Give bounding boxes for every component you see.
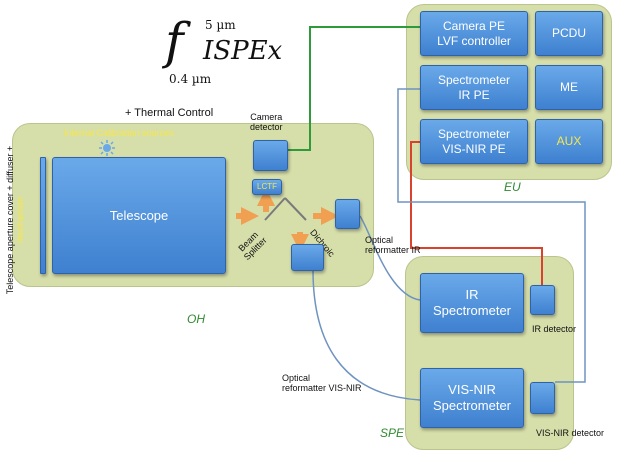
camera-pe-label: Camera PE LVF controller <box>437 19 511 48</box>
dichroic-mirror <box>284 197 307 221</box>
ir-spectrometer-label: IR Spectrometer <box>432 287 512 318</box>
aperture-cover-bar <box>40 157 46 274</box>
lctf-box: LCTF <box>252 179 282 195</box>
spectrometer-visnir-pe-label: Spectrometer VIS-NIR PE <box>437 127 511 156</box>
visnir-detector-box <box>530 382 555 414</box>
aperture-cover-text: Telescope aperture cover + diffuser + <box>5 145 15 295</box>
internal-calibration-label: Internal Calibration sources <box>64 128 174 138</box>
ir-spectrometer-box: IR Spectrometer <box>420 273 524 333</box>
camera-detector-box <box>253 140 288 171</box>
visnir-detector-wire <box>397 88 586 383</box>
telescope-aperture-label: Telescope aperture cover + diffuser + me… <box>5 130 25 310</box>
ir-detector-label: IR detector <box>532 324 577 334</box>
spectrometer-ir-pe-box: Spectrometer IR PE <box>420 65 528 110</box>
pcdu-box: PCDU <box>535 11 603 56</box>
spectrometer-ir-pe-label: Spectrometer IR PE <box>437 73 511 102</box>
optical-reformatter-visnir-label: Optical reformatter VIS-NIR <box>282 373 362 394</box>
camera-pe-box: Camera PE LVF controller <box>420 11 528 56</box>
internal-calibration-icon <box>99 140 115 156</box>
ir-output-box <box>335 199 360 229</box>
mechanism-text: mechanism <box>15 197 25 244</box>
logo-upper-limit: 5 µm <box>205 18 236 32</box>
logo-lower-limit: 0.4 µm <box>169 72 212 86</box>
ir-detector-box <box>530 285 555 315</box>
aux-label: AUX <box>556 134 582 149</box>
telescope-box: Telescope <box>52 157 226 274</box>
visnir-spectrometer-label: VIS-NIR Spectrometer <box>432 382 512 413</box>
beam-splitter-mirror <box>264 197 286 221</box>
lctf-label: LCTF <box>257 182 277 192</box>
ir-detector-wire <box>410 141 543 286</box>
telescope-label: Telescope <box>109 207 169 223</box>
me-box: ME <box>535 65 603 110</box>
visnir-detector-label: VIS-NIR detector <box>536 428 605 438</box>
aux-box: AUX <box>535 119 603 164</box>
spectrometer-visnir-pe-box: Spectrometer VIS-NIR PE <box>420 119 528 164</box>
optical-reformatter-ir-label: Optical reformatter IR <box>365 235 421 256</box>
ispex-logo: f 5 µm ISPEx 0.4 µm <box>165 12 315 86</box>
visnir-spectrometer-box: VIS-NIR Spectrometer <box>420 368 524 428</box>
pcdu-label: PCDU <box>551 26 586 41</box>
camera-data-wire <box>288 26 421 151</box>
ir-fiber <box>359 215 421 301</box>
visnir-output-box <box>291 244 324 271</box>
visnir-fiber <box>312 269 421 401</box>
spe-group-label: SPE <box>380 426 405 440</box>
me-label: ME <box>560 80 578 95</box>
eu-group-label: EU <box>504 180 521 194</box>
oh-group-label: OH <box>187 312 205 326</box>
thermal-control-label: + Thermal Control <box>125 107 214 119</box>
logo-integral-symbol: f <box>165 12 184 70</box>
logo-name: ISPEx <box>203 36 283 66</box>
camera-detector-label: Camera detector <box>250 112 283 133</box>
